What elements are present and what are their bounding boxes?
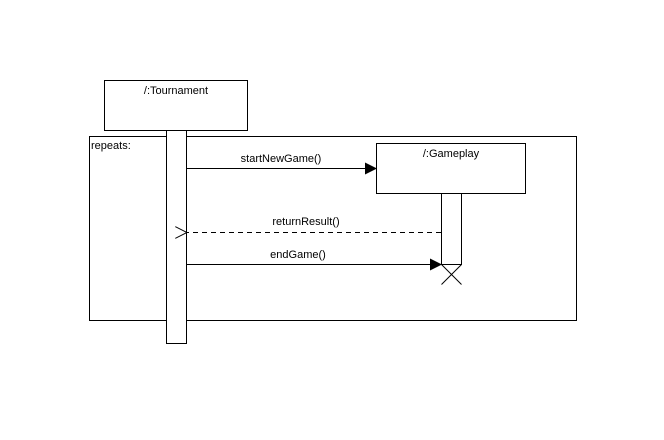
message-start-label: startNewGame() (241, 153, 322, 165)
fragment-label: repeats: (91, 140, 131, 152)
gameplay-activation-bar (441, 193, 462, 265)
destruction-marker (441, 264, 462, 285)
message-end-game[interactable]: endGame() (187, 249, 442, 271)
message-end-label: endGame() (270, 249, 326, 261)
message-return-result[interactable]: returnResult() (187, 216, 441, 233)
repeats-fragment[interactable]: repeats: (89, 136, 577, 321)
message-return-label: returnResult() (272, 216, 339, 228)
tournament-lifeline[interactable]: /:Tournament (104, 80, 248, 344)
tournament-lifeline-label: /:Tournament (144, 85, 208, 97)
gameplay-lifeline[interactable]: /:Gameplay (376, 143, 526, 285)
tournament-activation-bar (166, 130, 187, 344)
tournament-lifeline-box (104, 80, 248, 131)
fragment-frame (89, 136, 577, 321)
gameplay-lifeline-label: /:Gameplay (423, 148, 480, 160)
message-start-new-game[interactable]: startNewGame() (187, 153, 377, 175)
gameplay-lifeline-box (376, 143, 526, 194)
